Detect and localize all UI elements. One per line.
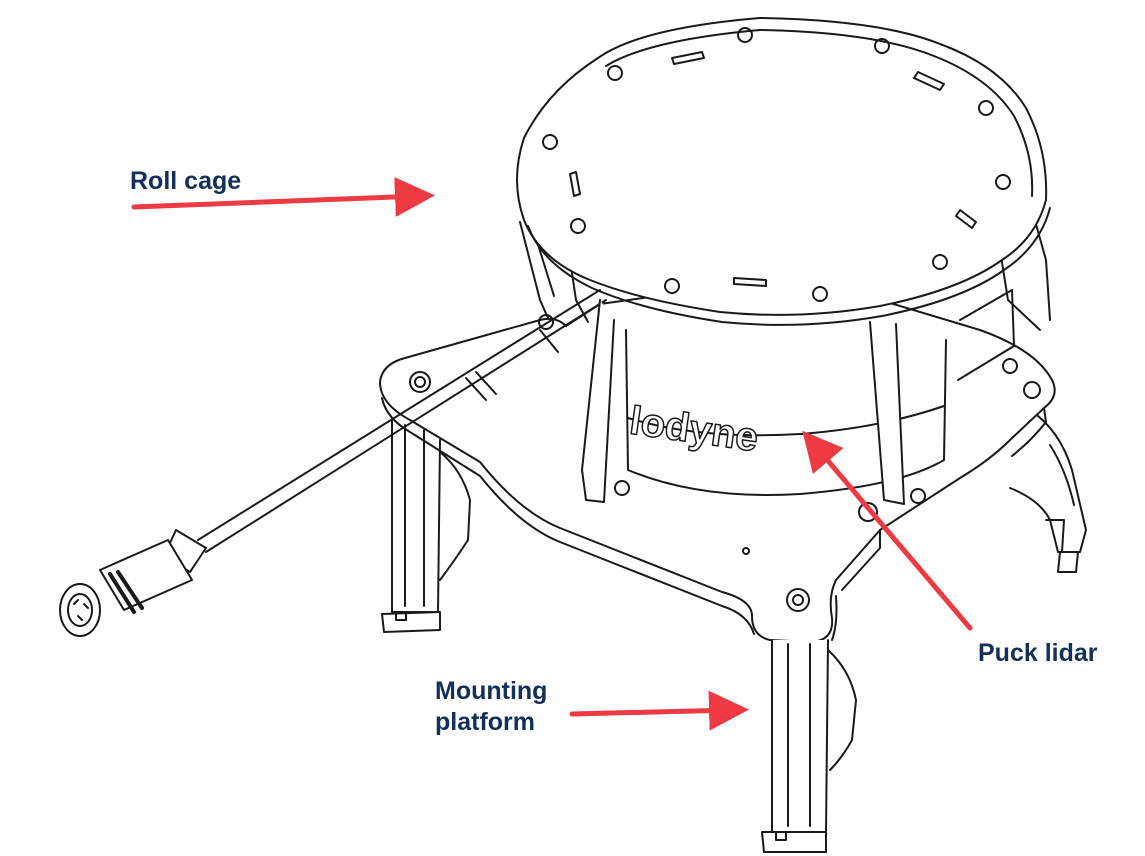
label-mounting-platform: Mounting platform: [435, 676, 547, 738]
roll-cage-top-plate: [516, 17, 1051, 326]
label-roll-cage-text: Roll cage: [130, 167, 242, 195]
leg-front: [761, 639, 857, 853]
label-roll-cage: Roll cage: [130, 166, 241, 197]
label-mounting-line1: Mounting: [435, 677, 548, 705]
leg-back-left: [381, 419, 471, 633]
label-puck-lidar: Puck lidar: [978, 638, 1098, 669]
label-mounting-line2: platform: [435, 708, 535, 736]
leg-back-right: [1009, 409, 1087, 573]
label-puck-lidar-text: Puck lidar: [978, 639, 1098, 667]
cable-assembly: [59, 289, 607, 637]
